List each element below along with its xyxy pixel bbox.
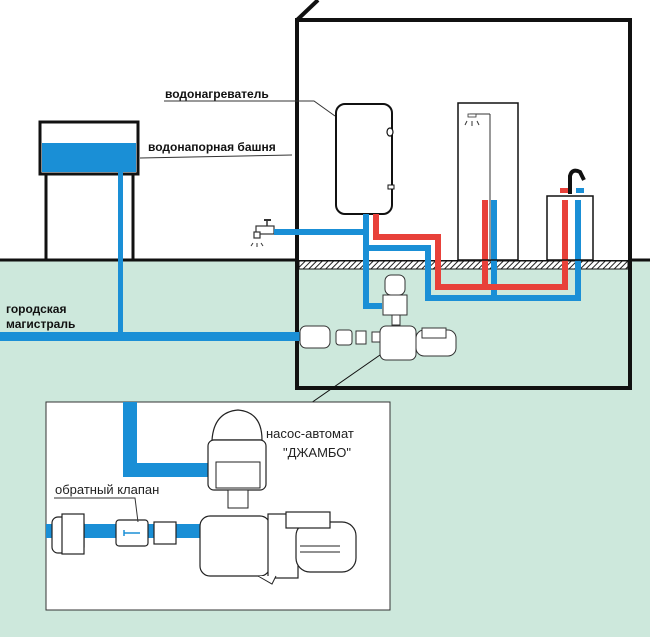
inset-cold-pipe	[123, 402, 210, 477]
floor-slab	[298, 260, 629, 270]
pressure-switch-icon	[207, 409, 267, 509]
label-pump-1: насос-автомат	[266, 426, 354, 441]
mixer-tap-icon	[546, 168, 594, 261]
water-heater-icon	[335, 103, 395, 215]
leader-water-tower	[139, 154, 293, 159]
label-pump-2: "ДЖАМБО"	[283, 445, 351, 460]
check-valve-icon	[51, 513, 177, 555]
water-tower-icon	[38, 120, 140, 260]
label-city-main-2: магистраль	[6, 317, 75, 331]
label-check-valve: обратный клапан	[55, 482, 159, 497]
leader-check-valve	[54, 497, 139, 523]
roof-edge	[295, 0, 320, 22]
shower-icon	[457, 102, 519, 261]
cold-water-pipes	[274, 200, 581, 309]
tower-pipe	[118, 172, 123, 334]
hot-water-pipes	[373, 200, 568, 290]
label-water-heater: водонагреватель	[165, 87, 269, 101]
house-walls	[295, 18, 632, 390]
label-city-main-1: городская	[6, 302, 67, 316]
jet-pump-body	[199, 511, 357, 585]
faucet-icon	[250, 219, 275, 247]
city-main-pipe	[0, 332, 310, 341]
pump-icon	[299, 274, 457, 361]
leader-water-heater	[164, 100, 336, 117]
label-water-tower: водонапорная башня	[148, 140, 276, 154]
